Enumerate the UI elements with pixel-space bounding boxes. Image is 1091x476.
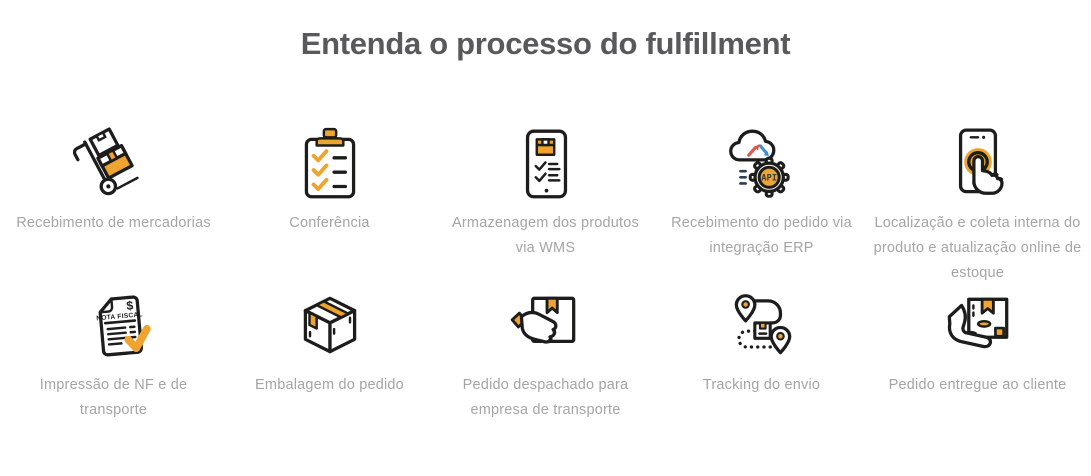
checklist-clipboard-icon (289, 124, 371, 206)
step-armazenagem-wms: Armazenagem dos produtos via WMS (438, 124, 654, 286)
api-icon-text: API (761, 174, 777, 184)
step-label: Recebimento de mercadorias (16, 211, 211, 263)
step-label: Embalagem do pedido (255, 373, 404, 425)
step-localizacao-coleta: Localização e coleta interna do produto … (870, 124, 1086, 286)
tablet-wms-icon (505, 124, 587, 206)
packing-box-icon (289, 286, 371, 368)
invoice-currency-text: $ (125, 298, 133, 313)
api-cloud-gear-icon: API (721, 124, 803, 206)
route-pins-icon (721, 286, 803, 368)
step-impressao-nf: $ NOTA FISCAL Impressão de NF e de trans… (6, 286, 222, 425)
step-tracking-envio: Tracking do envio (654, 286, 870, 425)
step-label: Armazenagem dos produtos via WMS (441, 211, 651, 263)
step-entrega-cliente: Pedido entregue ao cliente (870, 286, 1086, 425)
step-label: Recebimento do pedido via integração ERP (657, 211, 867, 263)
hand-truck-icon (73, 124, 155, 206)
step-despacho-transporte: Pedido despachado para empresa de transp… (438, 286, 654, 425)
step-label: Localização e coleta interna do produto … (873, 211, 1083, 286)
step-label: Tracking do envio (703, 373, 820, 425)
step-label: Impressão de NF e de transporte (9, 373, 219, 425)
box-handover-icon (505, 286, 587, 368)
fulfillment-steps-grid: Recebimento de mercadorias Conferência (6, 124, 1086, 425)
invoice-check-icon: $ NOTA FISCAL (73, 286, 155, 368)
step-integracao-erp: API Recebimento do pedido via integração… (654, 124, 870, 286)
phone-touch-icon (937, 124, 1019, 206)
step-conferencia: Conferência (222, 124, 438, 286)
step-embalagem-pedido: Embalagem do pedido (222, 286, 438, 425)
step-recebimento-mercadorias: Recebimento de mercadorias (6, 124, 222, 286)
step-label: Pedido despachado para empresa de transp… (458, 373, 634, 425)
step-label: Conferência (289, 211, 369, 263)
page-title: Entenda o processo do fulfillment (0, 26, 1091, 62)
hand-delivery-icon (937, 286, 1019, 368)
step-label: Pedido entregue ao cliente (889, 373, 1067, 425)
